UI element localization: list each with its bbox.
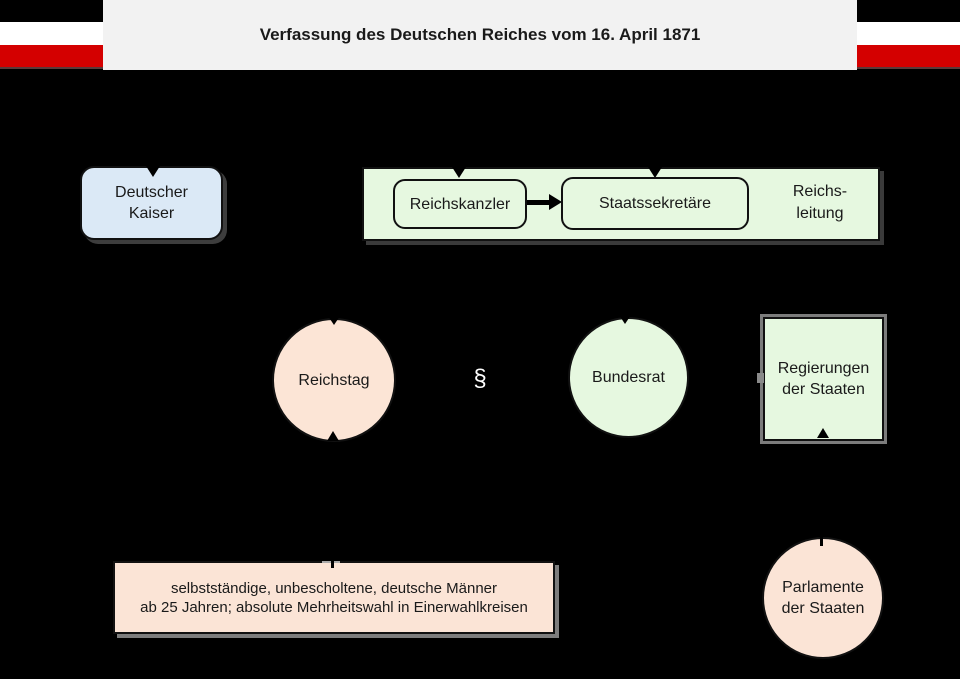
paragraph-symbol: § [473, 365, 487, 392]
parlamente-node: Parlamente der Staaten [762, 537, 884, 659]
reichstag-label: Reichstag [298, 371, 370, 389]
staatssekretaere-node: Staatssekretäre [561, 177, 749, 230]
parlamente-label-line2: der Staaten [781, 600, 865, 617]
reichskanzler-node: Reichskanzler [393, 179, 527, 229]
wahlberechtigte-node: selbstständige, unbescholtene, deutsche … [113, 561, 555, 634]
regierungen-label-line1: Regierungen [777, 360, 870, 377]
reichskanzler-label: Reichskanzler [409, 195, 511, 213]
parlamente-label-line1: Parlamente [782, 579, 864, 596]
wahlberechtigte-line1: selbstständige, unbescholtene, deutsche … [170, 579, 498, 597]
kaiser-label-line1: Deutscher [115, 184, 188, 201]
title-banner: Verfassung des Deutschen Reiches vom 16.… [103, 0, 857, 70]
arrowhead-right-icon [549, 194, 562, 210]
arrowhead-into-bundesrat-icon [619, 315, 631, 324]
staatssekretaere-label: Staatssekretäre [598, 195, 712, 212]
arrowhead-into-reichstag-icon [328, 316, 340, 325]
connector-notch-regierungen-left [757, 373, 764, 383]
wahlberechtigte-line2: ab 25 Jahren; absolute Mehrheitswahl in … [140, 598, 528, 616]
arrowhead-into-reichskanzler-icon [452, 167, 466, 178]
connector-stub-parlamente-regierungen [820, 531, 823, 546]
imperial-flag-left [0, 0, 103, 69]
kaiser-node: Deutscher Kaiser [80, 166, 223, 240]
arrowhead-into-staatssekretaere-icon [648, 167, 662, 178]
imperial-flag-right [857, 0, 960, 69]
bundesrat-label: Bundesrat [592, 369, 665, 386]
arrow-shaft-reichskanzler-staatssekretaere [527, 200, 549, 205]
reichstag-node: Reichstag [272, 318, 396, 442]
regierungen-node: Regierungen der Staaten [760, 314, 887, 444]
kaiser-label-line2: Kaiser [128, 205, 175, 222]
reichsleitung-label: Reichs- leitung [765, 181, 875, 225]
reichsleitung-label-line2: leitung [796, 205, 844, 222]
arrowhead-into-kaiser-icon [146, 166, 160, 177]
bundesrat-node: Bundesrat [568, 317, 689, 438]
page-title: Verfassung des Deutschen Reiches vom 16.… [259, 25, 701, 44]
reichsleitung-label-line1: Reichs- [792, 183, 848, 200]
regierungen-label-line2: der Staaten [782, 381, 865, 398]
arrowhead-up-into-reichstag-icon [327, 431, 339, 441]
arrowhead-up-into-regierungen-icon [817, 428, 829, 438]
connector-stub-wahlberechtigte-reichstag [331, 553, 334, 568]
